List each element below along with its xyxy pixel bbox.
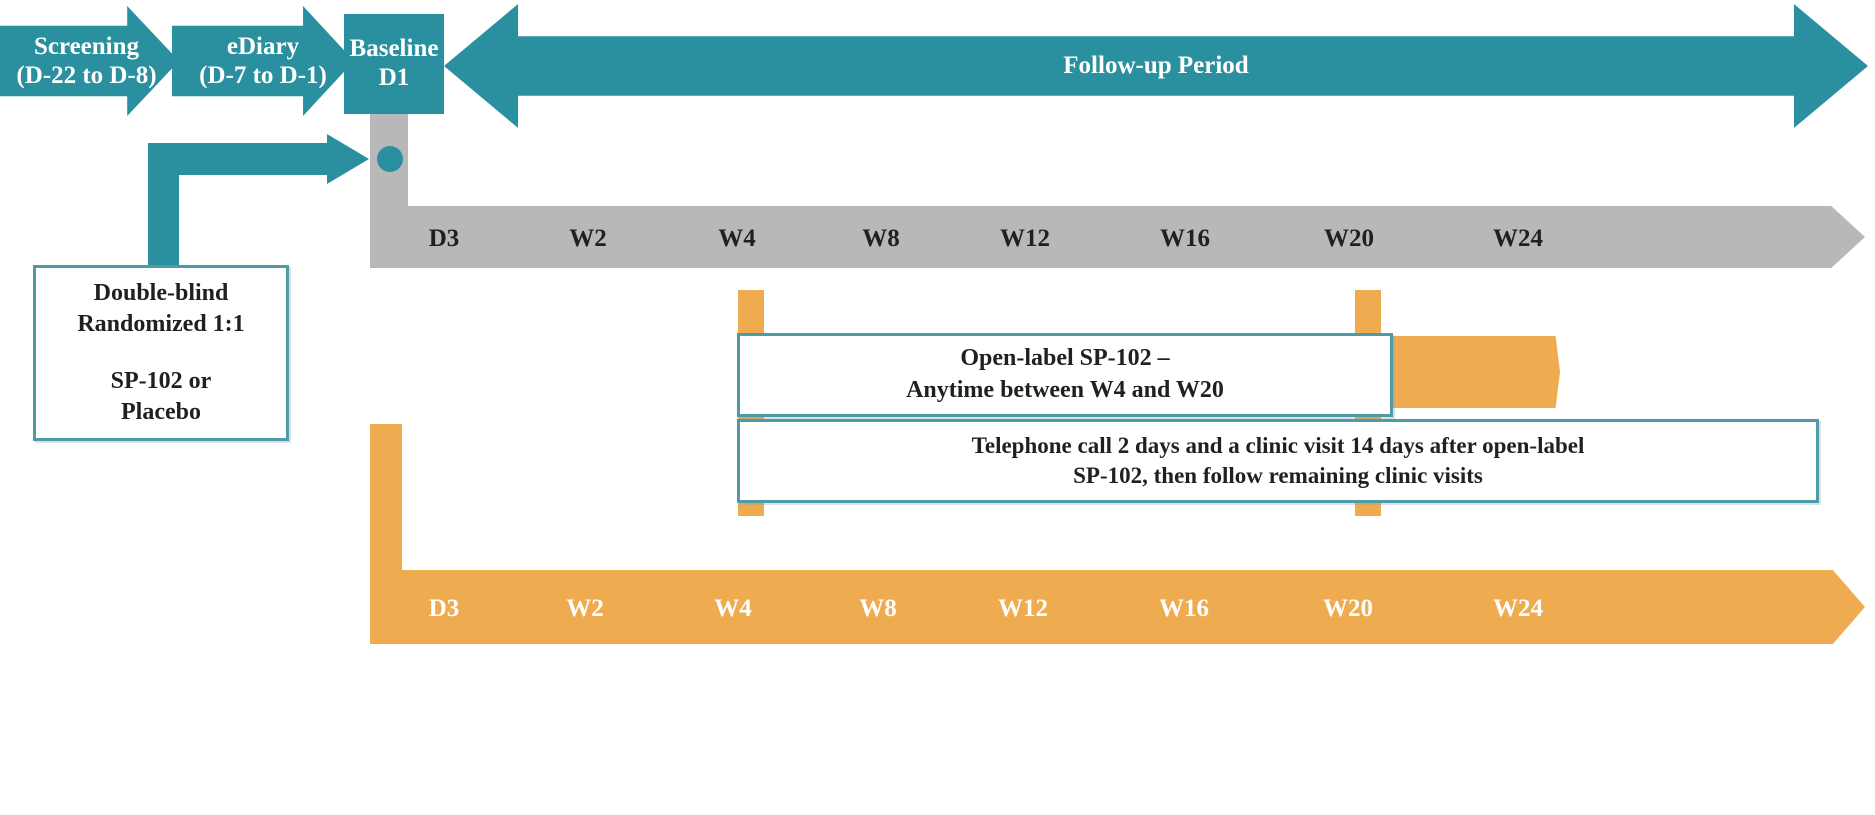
ediary-line-2: (D-7 to D-1) bbox=[199, 62, 327, 89]
screening-line-1: Screening bbox=[33, 32, 140, 60]
followup-note-line-1: Telephone call 2 days and a clinic visit… bbox=[971, 432, 1585, 458]
ol-visit-label-d3: D3 bbox=[428, 595, 460, 622]
open-label-visit-labels: D3 W2 W4 W8 W12 W16 W20 W24 bbox=[370, 592, 1865, 626]
ol-visit-label-w20: W20 bbox=[1323, 595, 1373, 622]
randomization-connector-horizontal bbox=[148, 143, 333, 175]
followup-note-line-2: SP-102, then follow remaining clinic vis… bbox=[1073, 463, 1483, 488]
ediary-line-1: eDiary bbox=[226, 32, 300, 60]
randomization-connector-arrowhead bbox=[327, 134, 369, 184]
randomization-line-1: Double-blind bbox=[93, 279, 229, 306]
visit-label-w8: W8 bbox=[862, 225, 900, 252]
double-blind-timeline-arrow bbox=[370, 206, 1865, 268]
randomization-line-2: Randomized 1:1 bbox=[77, 310, 245, 337]
ol-visit-label-w2: W2 bbox=[566, 595, 604, 622]
randomization-line-3: SP-102 or bbox=[110, 368, 212, 394]
visit-label-d3: D3 bbox=[428, 225, 460, 252]
visit-label-w2: W2 bbox=[569, 225, 607, 252]
screening-line-2: (D-22 to D-8) bbox=[16, 62, 157, 89]
visit-label-w16: W16 bbox=[1160, 225, 1210, 252]
ol-visit-label-w24: W24 bbox=[1493, 595, 1543, 622]
open-label-line-2: Anytime between W4 and W20 bbox=[906, 377, 1224, 403]
open-label-timeline-arrow bbox=[370, 570, 1865, 644]
phase-arrow-screening: Screening (D-22 to D-8) bbox=[0, 6, 179, 116]
baseline-line-2: D1 bbox=[378, 64, 410, 91]
phase-arrow-ediary: eDiary (D-7 to D-1) bbox=[172, 6, 354, 116]
visit-label-w24: W24 bbox=[1493, 225, 1543, 252]
ol-visit-label-w12: W12 bbox=[998, 595, 1048, 622]
double-blind-visit-labels: D3 W2 W4 W8 W12 W16 W20 W24 bbox=[370, 222, 1865, 256]
ol-visit-label-w4: W4 bbox=[714, 595, 752, 622]
followup-period-arrow: Follow-up Period bbox=[444, 4, 1868, 128]
baseline-line-1: Baseline bbox=[349, 35, 439, 63]
visit-label-w4: W4 bbox=[718, 225, 756, 252]
randomization-line-4: Placebo bbox=[121, 399, 201, 426]
phase-box-baseline: Baseline D1 bbox=[344, 14, 444, 114]
visit-label-w12: W12 bbox=[1000, 225, 1050, 252]
ol-visit-label-w8: W8 bbox=[859, 595, 897, 622]
visit-label-w20: W20 bbox=[1324, 225, 1374, 252]
ol-visit-label-w16: W16 bbox=[1159, 595, 1209, 622]
open-label-box: Open-label SP-102 – Anytime between W4 a… bbox=[737, 333, 1393, 417]
randomization-box: Double-blind Randomized 1:1 SP-102 or Pl… bbox=[33, 265, 289, 441]
baseline-visit-dot bbox=[377, 146, 403, 172]
open-label-line-1: Open-label SP-102 – bbox=[960, 345, 1170, 372]
followup-period-label: Follow-up Period bbox=[1063, 52, 1249, 79]
followup-note-box: Telephone call 2 days and a clinic visit… bbox=[737, 419, 1819, 503]
